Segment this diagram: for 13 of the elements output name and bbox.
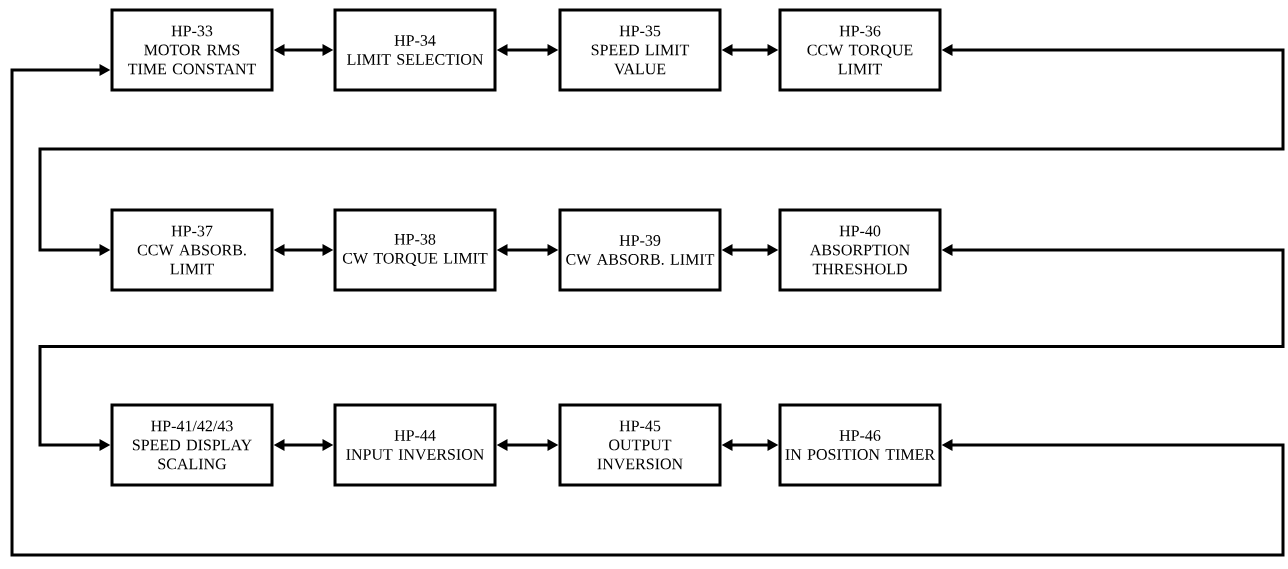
process-box: HP-41/42/43 SPEED DISPLAY SCALING: [110, 403, 274, 487]
process-box: HP-33 MOTOR RMS TIME CONSTANT: [110, 8, 274, 92]
process-box: HP-39 CW ABSORB. LIMIT: [558, 208, 722, 292]
process-box: HP-34 LIMIT SELECTION: [333, 8, 497, 92]
process-box: HP-44 INPUT INVERSION: [333, 403, 497, 487]
process-box: HP-35 SPEED LIMIT VALUE: [558, 8, 722, 92]
arrow: [10, 64, 1285, 557]
process-box: HP-36 CCW TORQUE LIMIT: [778, 8, 942, 92]
process-box: HP-46 IN POSITION TIMER: [778, 403, 942, 487]
process-box: HP-38 CW TORQUE LIMIT: [333, 208, 497, 292]
process-box: HP-45 OUTPUT INVERSION: [558, 403, 722, 487]
process-box: HP-37 CCW ABSORB. LIMIT: [110, 208, 274, 292]
process-box: HP-40 ABSORPTION THRESHOLD: [778, 208, 942, 292]
